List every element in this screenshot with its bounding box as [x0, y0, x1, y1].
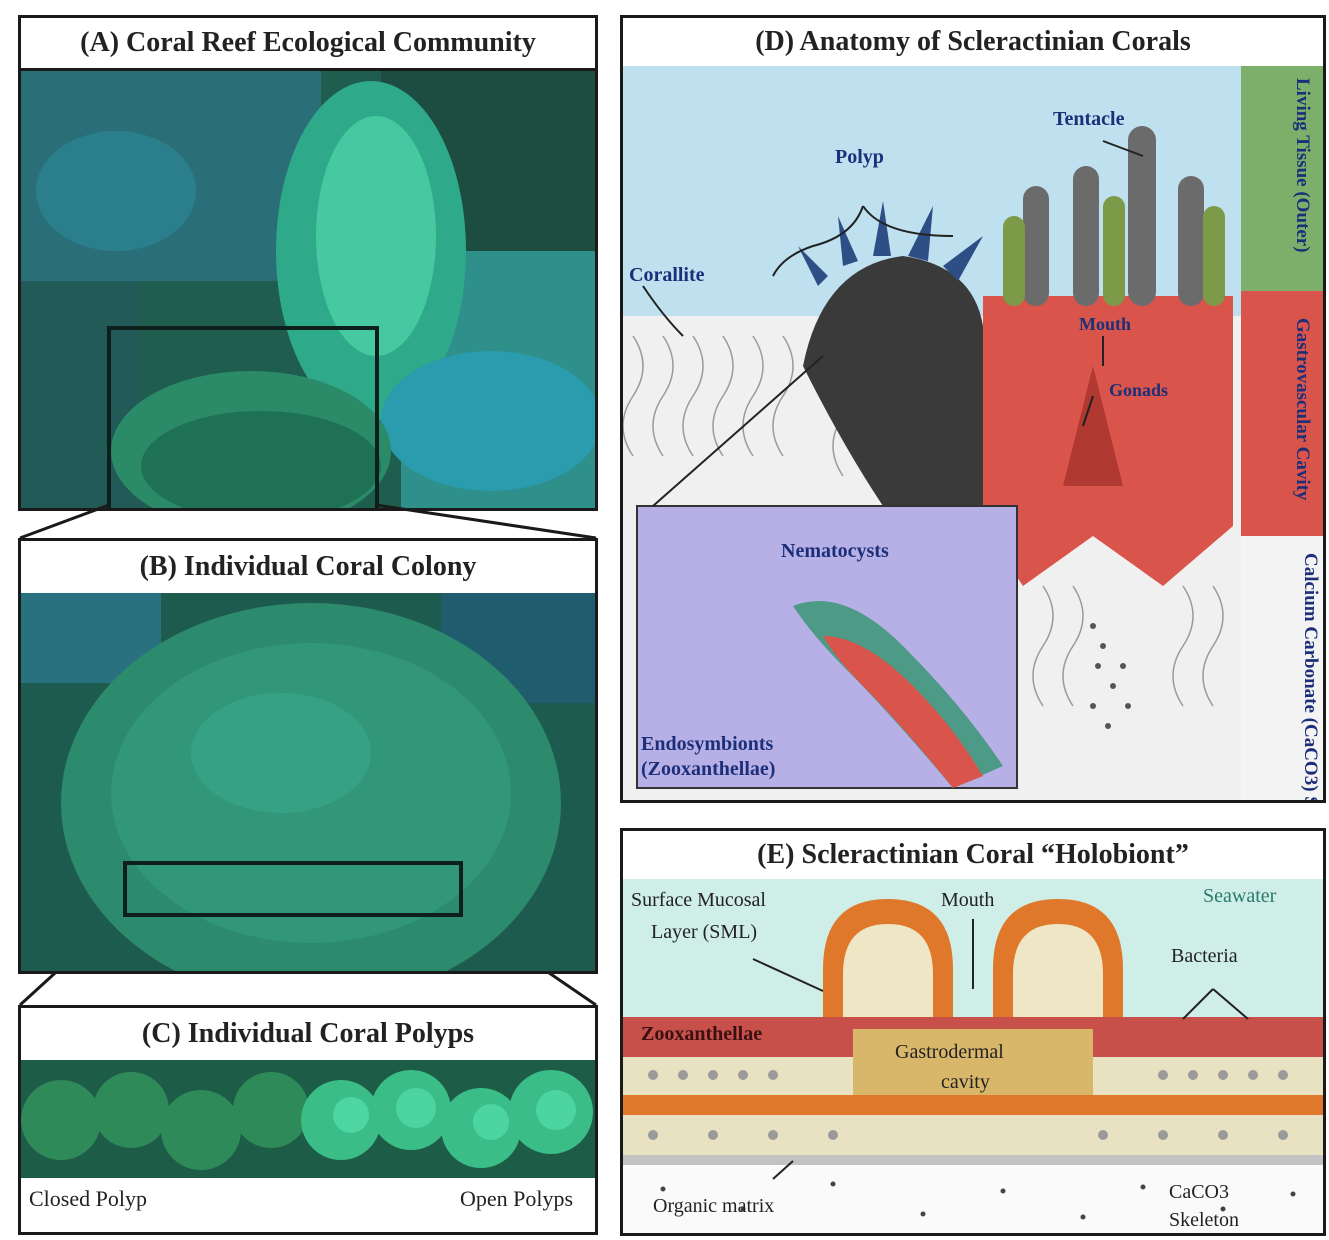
panel-e: (E) Scleractinian Coral “Holobiont”: [620, 828, 1326, 1236]
polyp-label: Polyp: [835, 146, 884, 169]
endosymbionts-label: Endosymbionts: [641, 733, 773, 756]
gastrovascular-cavity-label: Gastrovascular Cavity: [1291, 318, 1313, 500]
sml-label-line1: Surface Mucosal: [631, 889, 766, 912]
panel-c: (C) Individual Coral Polyps Closed Polyp…: [18, 1005, 598, 1235]
corallite-label: Corallite: [629, 264, 705, 287]
gastrodermal-label-line2: cavity: [941, 1071, 990, 1094]
panel-b: (B) Individual Coral Colony: [18, 538, 598, 974]
caco3-label-line1: CaCO3: [1169, 1181, 1229, 1204]
mouth-label: Mouth: [1079, 314, 1131, 335]
caco3-skeleton-label: Calcium Carbonate (CaCO3) Skeleton: [1299, 553, 1321, 803]
gonads-label: Gonads: [1109, 380, 1168, 401]
reef-community-photo: [21, 71, 595, 511]
gastrodermal-label-line1: Gastrodermal: [895, 1041, 1004, 1064]
panel-b-title: (B) Individual Coral Colony: [21, 541, 595, 593]
coral-anatomy-illustration: [623, 66, 1323, 800]
panel-d: (D) Anatomy of Scleractinian Corals: [620, 15, 1326, 803]
tentacle-label: Tentacle: [1053, 108, 1124, 131]
closed-polyp-label: Closed Polyp: [29, 1186, 147, 1212]
open-polyps-label: Open Polyps: [460, 1186, 573, 1212]
panel-d-title: (D) Anatomy of Scleractinian Corals: [623, 18, 1323, 66]
living-tissue-label: Living Tissue (Outer): [1291, 78, 1313, 253]
caco3-label-line2: Skeleton: [1169, 1209, 1239, 1232]
nematocysts-label: Nematocysts: [781, 540, 889, 563]
panel-a: (A) Coral Reef Ecological Community: [18, 15, 598, 511]
organic-matrix-label: Organic matrix: [653, 1195, 774, 1218]
mouth-label-e: Mouth: [941, 889, 994, 912]
seawater-label: Seawater: [1203, 885, 1276, 908]
panel-a-title: (A) Coral Reef Ecological Community: [21, 18, 595, 71]
bacteria-label: Bacteria: [1171, 945, 1238, 968]
panel-c-title: (C) Individual Coral Polyps: [21, 1008, 595, 1060]
sml-label-line2: Layer (SML): [651, 921, 757, 944]
zooxanthellae-label-e: Zooxanthellae: [641, 1023, 762, 1046]
zooxanthellae-label: (Zooxanthellae): [641, 758, 775, 781]
panel-e-title: (E) Scleractinian Coral “Holobiont”: [623, 831, 1323, 879]
coral-polyps-photo: [21, 1060, 595, 1178]
coral-colony-photo: [21, 593, 595, 971]
